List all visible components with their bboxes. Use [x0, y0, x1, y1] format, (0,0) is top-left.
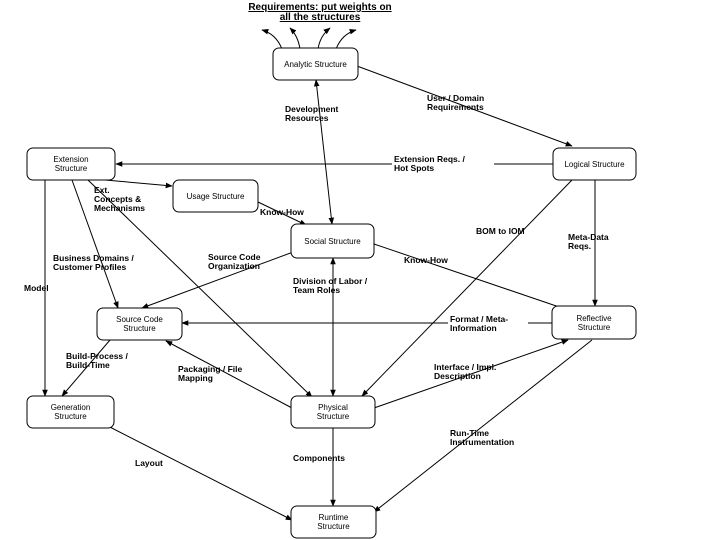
svg-text:Structure: Structure [54, 412, 87, 421]
edge-generation-runtime [99, 421, 293, 521]
label-know-how-usage: Know-How [260, 207, 304, 217]
svg-text:Reflective: Reflective [576, 314, 612, 323]
label-bom-to-iom: BOM to IOM [476, 226, 525, 236]
edge-analytic-social [313, 79, 335, 225]
node-logical-structure[interactable]: Logical Structure [552, 147, 637, 181]
svg-text:Structure: Structure [578, 323, 611, 332]
edge-labels: Development Resources User / Domain Requ… [24, 93, 611, 468]
label-interface-impl: Interface / Impl. Description [434, 362, 499, 381]
label-run-time-instrumentation: Run-Time Instrumentation [450, 428, 514, 447]
svg-text:Structure: Structure [317, 412, 350, 421]
edge-source-generation [61, 339, 111, 397]
node-usage-structure[interactable]: Usage Structure [172, 179, 259, 213]
label-development-resources: Development Resources [285, 104, 341, 123]
svg-text:Social Structure: Social Structure [304, 237, 361, 246]
node-runtime-structure[interactable]: Runtime Structure [290, 505, 377, 539]
svg-text:Source Code: Source Code [116, 315, 163, 324]
label-source-code-organization: Source Code Organization [208, 252, 263, 271]
svg-text:Analytic Structure: Analytic Structure [284, 60, 347, 69]
label-meta-data-reqs: Meta-Data Reqs. [568, 232, 611, 251]
node-generation-structure[interactable]: Generation Structure [26, 395, 115, 429]
label-division-of-labor: Division of Labor / Team Roles [293, 276, 370, 295]
svg-text:Logical Structure: Logical Structure [564, 160, 625, 169]
svg-text:Generation: Generation [51, 403, 91, 412]
label-components: Components [293, 453, 345, 463]
edge-physical-source [165, 340, 293, 409]
edge-extension-usage [104, 179, 173, 189]
svg-text:Usage Structure: Usage Structure [187, 192, 245, 201]
node-social-structure[interactable]: Social Structure [290, 223, 375, 259]
node-physical-structure[interactable]: Physical Structure [290, 395, 376, 429]
edge-extension-physical [87, 179, 313, 398]
label-business-domains: Business Domains / Customer Profiles [53, 253, 136, 272]
label-extension-reqs: Extension Reqs. / Hot Spots [394, 154, 467, 173]
svg-text:Extension: Extension [53, 155, 88, 164]
label-know-how-reflective: Know-How [404, 255, 448, 265]
label-format-meta-information: Format / Meta- Information [450, 314, 510, 333]
edge-usage-social [257, 201, 307, 226]
label-build-process: Build-Process / Build-Time [66, 351, 130, 370]
node-extension-structure[interactable]: Extension Structure [26, 147, 116, 181]
edge-analytic-logical [356, 65, 573, 147]
title-line-1: Requirements: put weights on [248, 2, 391, 13]
edge-reflective-runtime [373, 339, 593, 513]
label-packaging-file-mapping: Packaging / File Mapping [178, 364, 245, 383]
edge-physical-reflective [373, 339, 569, 409]
label-user-domain-requirements: User / Domain Requirements [427, 93, 487, 112]
node-source-code-structure[interactable]: Source Code Structure [96, 307, 183, 341]
requirement-arrows [261, 27, 357, 50]
label-model: Model [24, 283, 49, 293]
svg-text:Runtime: Runtime [319, 513, 349, 522]
svg-text:Structure: Structure [55, 164, 88, 173]
edge-extension-source [71, 179, 119, 309]
title-line-2: all the structures [280, 12, 361, 23]
edge-social-source [141, 247, 305, 309]
node-analytic-structure[interactable]: Analytic Structure [272, 47, 359, 81]
node-reflective-structure[interactable]: Reflective Structure [551, 305, 637, 340]
svg-text:Structure: Structure [317, 522, 350, 531]
svg-text:Physical: Physical [318, 403, 348, 412]
svg-text:Structure: Structure [123, 324, 156, 333]
label-layout: Layout [135, 458, 163, 468]
edge-social-reflective [373, 243, 569, 311]
edge-logical-physical [361, 179, 573, 397]
label-ext-concepts: Ext. Concepts & Mechanisms [94, 185, 145, 213]
